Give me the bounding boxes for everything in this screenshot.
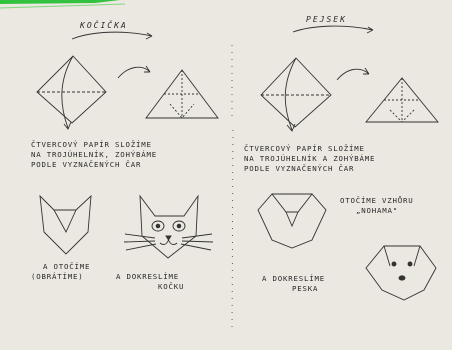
dog-draw-line-1: A DOKRESLÍME xyxy=(262,274,325,283)
dog-face-drawing xyxy=(365,245,437,301)
cat-folded-shape xyxy=(39,194,92,255)
dog-fold-line-2: „NOHAMA" xyxy=(356,206,398,215)
cat-instruction-line-2: NA TROJÚHELNÍK, ZOHÝBÁME xyxy=(31,150,157,159)
pejsek-title-arrow xyxy=(292,25,374,34)
dog-square-paper xyxy=(260,57,332,132)
dog-folded-shape xyxy=(257,193,327,249)
cat-draw-step: A DOKRESLÍME KOČKU xyxy=(116,272,184,292)
cat-instruction-line-3: PODLE VYZNAČENÝCH ČAR xyxy=(31,160,142,169)
cat-instruction-line-1: ČTVERCOVÝ PAPÍR SLOŽÍME xyxy=(31,140,152,149)
dog-instruction-line-2: NA TROJÚHELNÍK A ZOHÝBÁME xyxy=(244,154,376,163)
kocicka-title: KOČIČKA xyxy=(80,21,128,30)
dog-fold-arrow xyxy=(336,67,370,81)
cat-fold-arrow xyxy=(117,65,151,79)
cat-face-drawing xyxy=(123,194,214,259)
cat-draw-line-2: KOČKU xyxy=(158,282,185,291)
dog-triangle-paper xyxy=(365,77,439,123)
cat-square-paper xyxy=(36,55,107,130)
cat-triangle-paper xyxy=(145,69,219,119)
kocicka-title-arrow xyxy=(71,31,153,40)
dog-fold-line-1: OTOČÍME VZHŮRU xyxy=(340,196,414,205)
dog-draw-line-2: PESKA xyxy=(292,284,319,293)
dog-fold-step: OTOČÍME VZHŮRU „NOHAMA" xyxy=(340,196,414,216)
cat-turn-line-1: A OTOČÍME xyxy=(43,262,91,271)
dog-instruction-line-1: ČTVERCOVÝ PAPÍR SLOŽÍME xyxy=(244,144,365,153)
cat-turn-line-2: (OBRÁTÍME) xyxy=(31,272,84,281)
page-top-edge xyxy=(0,0,120,4)
cat-instructions: ČTVERCOVÝ PAPÍR SLOŽÍME NA TROJÚHELNÍK, … xyxy=(31,140,157,170)
dog-draw-step: A DOKRESLÍME PESKA xyxy=(262,274,325,294)
dog-instruction-line-3: PODLE VYZNAČENÝCH ČAR xyxy=(244,164,355,173)
pejsek-title: PEJSEK xyxy=(306,15,347,24)
cat-turn-step: A OTOČÍME (OBRÁTÍME) xyxy=(31,262,90,282)
center-divider xyxy=(231,45,234,331)
dog-instructions: ČTVERCOVÝ PAPÍR SLOŽÍME NA TROJÚHELNÍK A… xyxy=(244,144,375,174)
cat-draw-line-1: A DOKRESLÍME xyxy=(116,272,179,281)
